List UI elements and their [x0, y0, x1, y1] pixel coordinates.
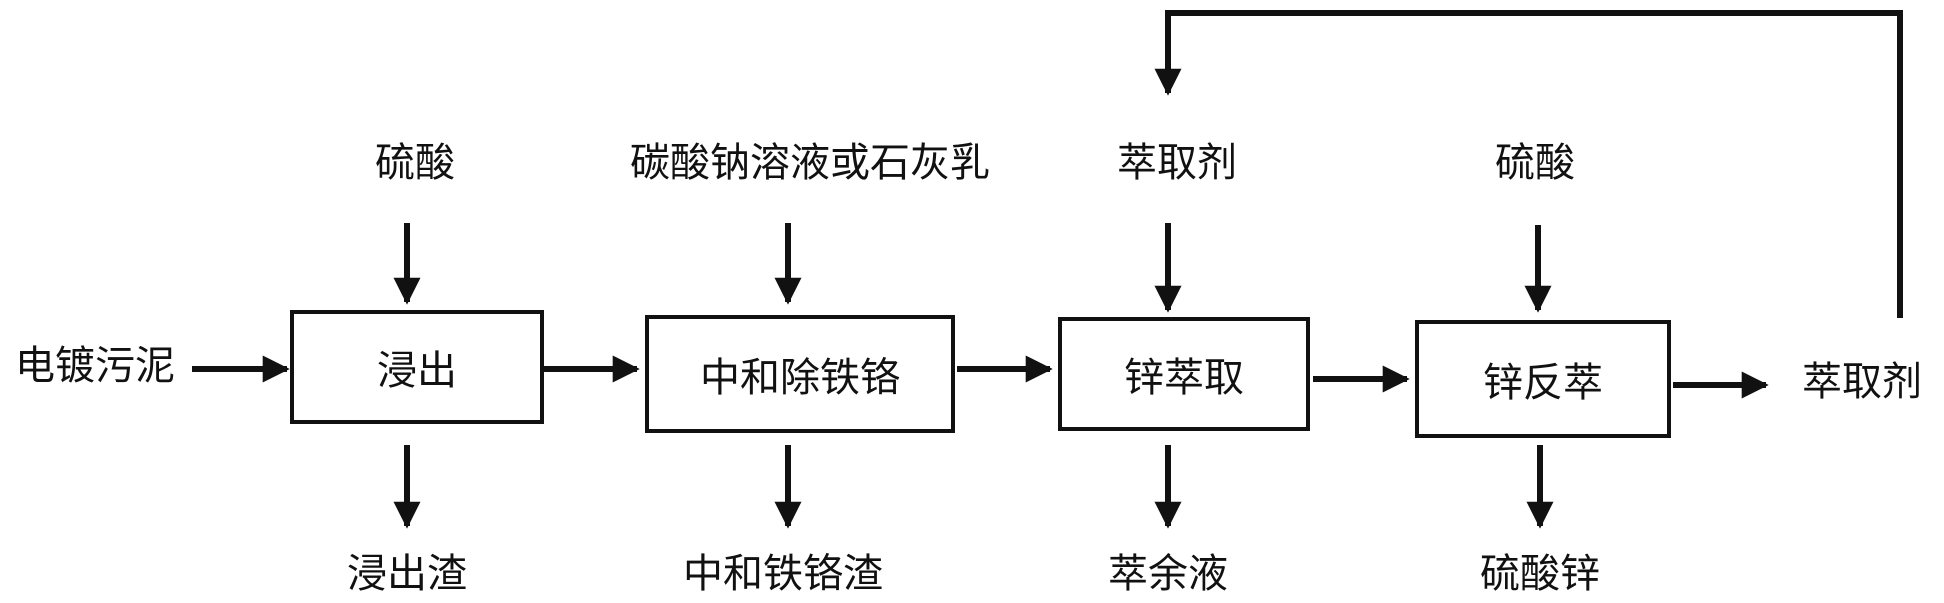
byproduct-label-3: 萃余液	[1108, 551, 1228, 597]
reagent-label-2: 碳酸钠溶液或石灰乳	[630, 140, 990, 186]
process-label: 锌反萃	[1483, 360, 1603, 406]
recycle-loop-arrow	[1154, 10, 1903, 318]
byproduct-label-4: 硫酸锌	[1480, 551, 1600, 597]
input-label: 电镀污泥	[15, 343, 175, 389]
process-label: 中和除铁铬	[700, 355, 900, 401]
byproduct-label-2: 中和铁铬渣	[683, 551, 883, 597]
process-box-zinc-extraction: 锌萃取	[1058, 317, 1310, 431]
process-box-neutralize: 中和除铁铬	[645, 315, 955, 433]
process-label: 浸出	[377, 348, 457, 394]
reagent-label-1: 硫酸	[375, 140, 455, 186]
process-box-leach: 浸出	[290, 310, 544, 424]
reagent-label-4: 硫酸	[1495, 140, 1575, 186]
reagent-label-3: 萃取剂	[1117, 140, 1237, 186]
process-label: 锌萃取	[1124, 355, 1244, 401]
process-box-zinc-stripping: 锌反萃	[1415, 320, 1671, 438]
byproduct-label-1: 浸出渣	[347, 551, 467, 597]
output-label: 萃取剂	[1802, 359, 1922, 405]
